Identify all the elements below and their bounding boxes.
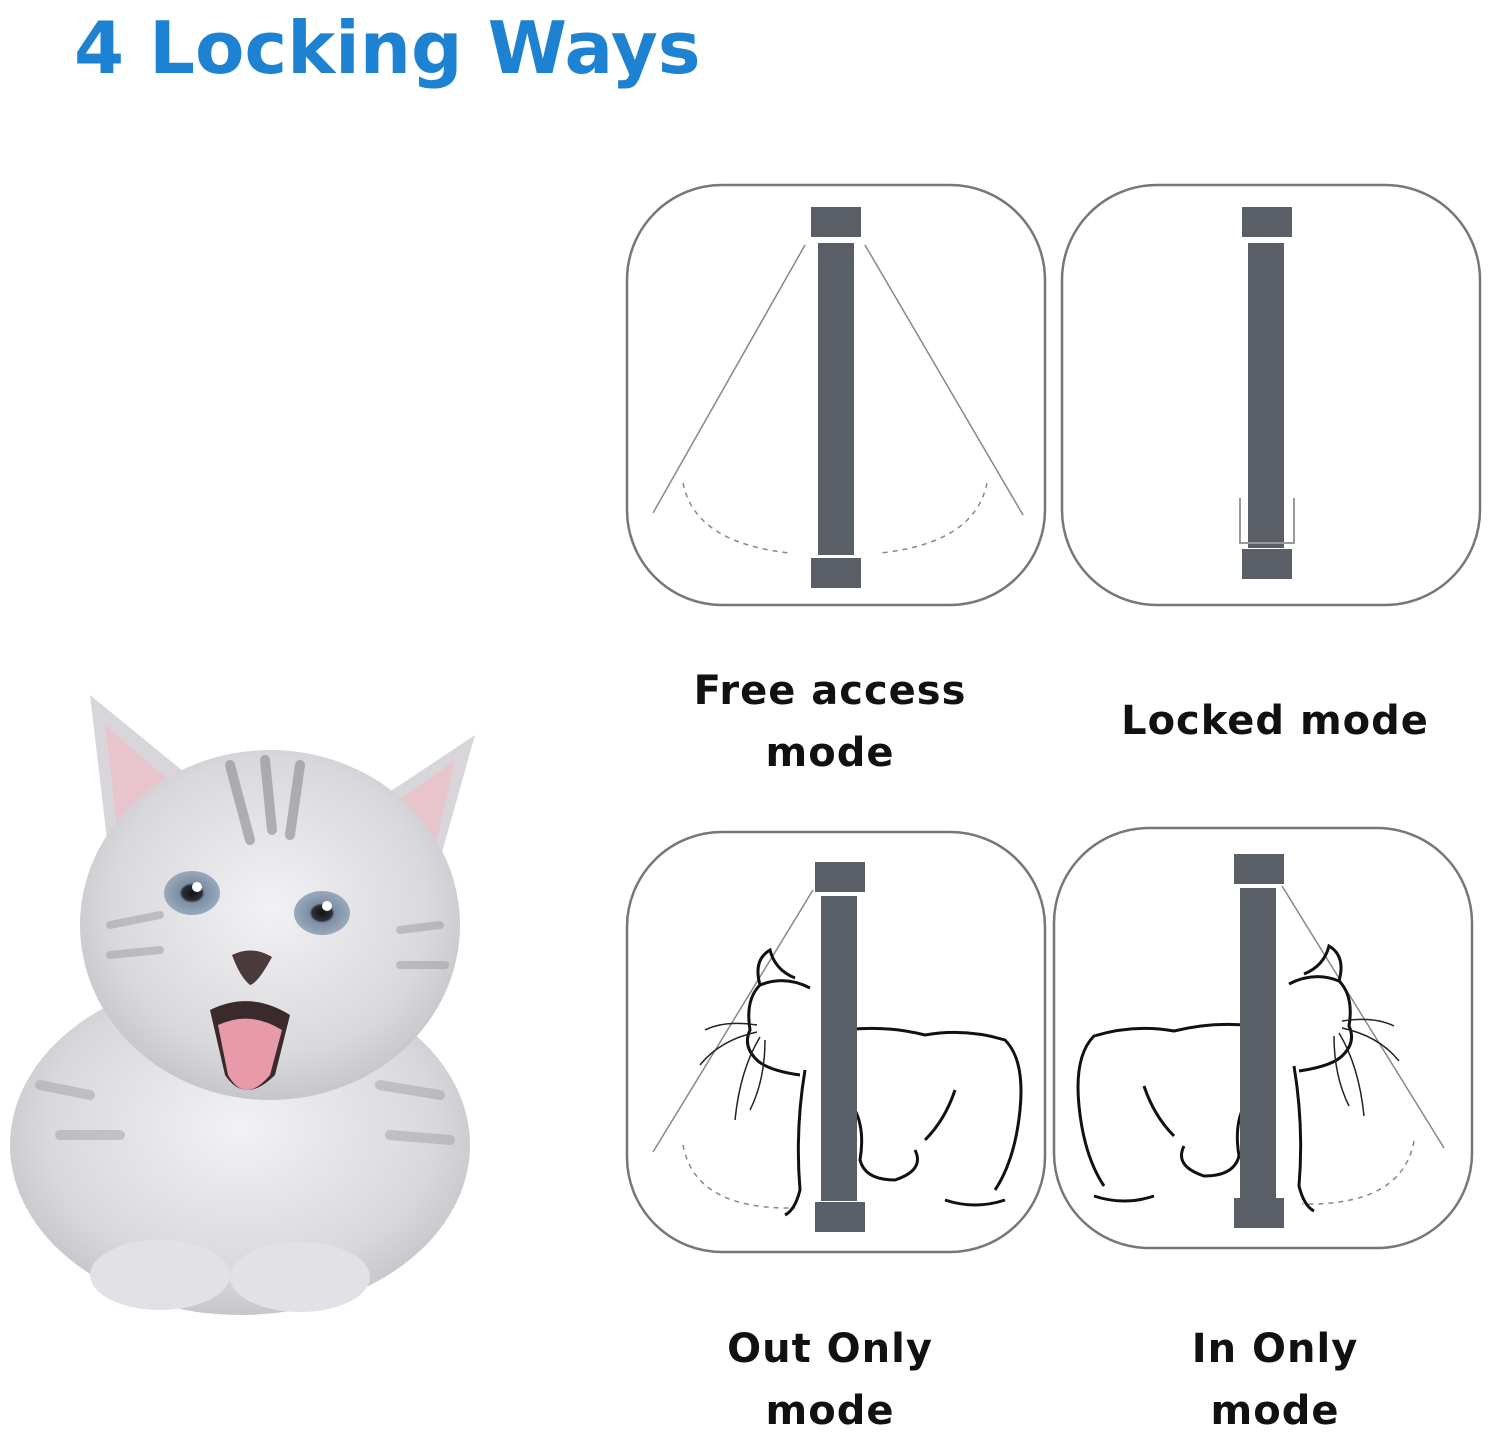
kitten-image xyxy=(0,665,500,1315)
cat-flap-in-only-icon xyxy=(1052,826,1474,1250)
in-only-mode-diagram xyxy=(1052,826,1474,1250)
cat-flap-locked-icon xyxy=(1060,183,1482,607)
free-access-mode-label: Free access mode xyxy=(693,668,967,776)
out-only-mode-label: Out Only mode xyxy=(727,1326,933,1434)
locked-mode-diagram xyxy=(1060,183,1482,607)
cat-flap-out-only-icon xyxy=(625,830,1047,1254)
page-title: 4 Locking Ways xyxy=(74,6,701,90)
free-access-mode-diagram xyxy=(625,183,1047,607)
locked-mode-label: Locked mode xyxy=(1121,698,1429,744)
out-only-mode-diagram xyxy=(625,830,1047,1254)
in-only-mode-label: In Only mode xyxy=(1191,1326,1359,1434)
cat-flap-swing-both-icon xyxy=(625,183,1047,607)
